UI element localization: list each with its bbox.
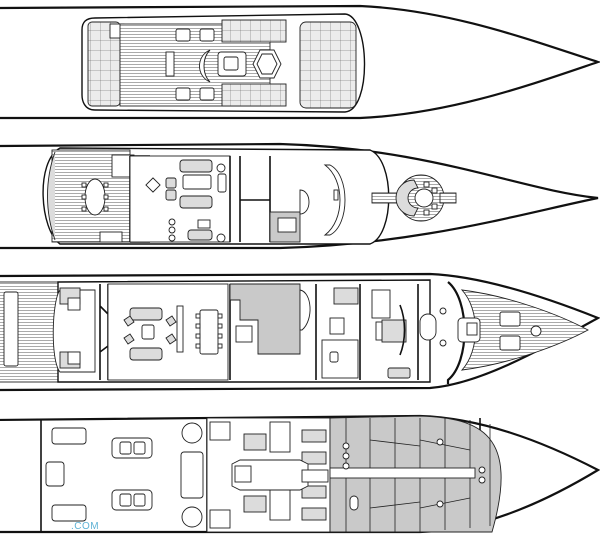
master-bed	[381, 319, 407, 343]
lower-deck	[0, 414, 600, 534]
aft-dining-table	[84, 178, 106, 216]
sofa-fwd	[187, 229, 213, 241]
main-deck	[0, 272, 600, 392]
lower-stair	[301, 469, 329, 483]
master-bath-tub	[419, 313, 437, 341]
aft-cockpit	[52, 289, 96, 373]
tender-1	[111, 437, 153, 459]
sun-deck	[0, 4, 600, 120]
main-dining-table	[199, 309, 219, 355]
bridge-stair-spiral	[299, 189, 310, 215]
sun-deck-settee-port	[221, 19, 287, 43]
sofa-mid	[179, 195, 213, 209]
wheelhouse-console	[323, 164, 346, 236]
crew-corridor	[329, 467, 476, 479]
sofa-aft	[179, 159, 213, 173]
bridge-deck	[0, 142, 599, 250]
watermark: .COM	[71, 521, 100, 532]
guest-cabin-bed	[333, 287, 359, 305]
sun-deck-settee-stbd	[221, 83, 287, 107]
aft-bench	[3, 291, 19, 367]
sideboard	[176, 305, 184, 353]
tender-2	[111, 489, 153, 511]
curved-bench	[199, 49, 211, 83]
